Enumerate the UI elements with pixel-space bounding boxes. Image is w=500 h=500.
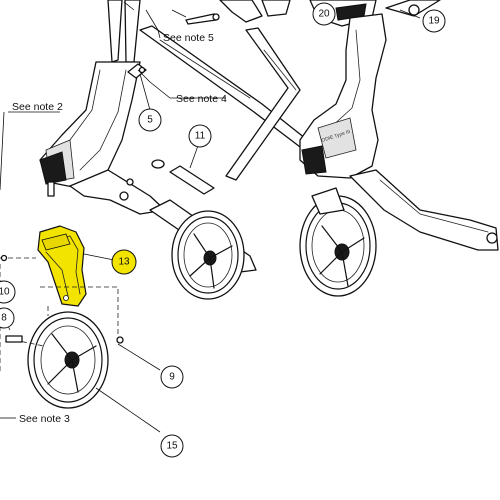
front-wheel	[171, 210, 245, 300]
svg-text:10: 10	[0, 287, 10, 298]
rear-wheel	[299, 187, 377, 297]
caster-fork-highlighted	[37, 225, 87, 307]
callout-11: 11	[188, 124, 212, 148]
note-5-label: See note 5	[163, 32, 214, 44]
svg-text:19: 19	[428, 16, 440, 27]
callout-19: 19	[422, 9, 446, 33]
callout-15: 15	[160, 434, 184, 458]
svg-text:20: 20	[318, 9, 330, 20]
svg-text:9: 9	[169, 372, 175, 383]
note-4-label: See note 4	[176, 93, 227, 105]
leader-lines	[0, 1, 421, 433]
svg-text:8: 8	[1, 313, 7, 324]
callout-5: 5	[138, 108, 162, 132]
svg-text:11: 11	[195, 131, 206, 142]
note-2-label: See note 2	[12, 101, 63, 113]
svg-text:15: 15	[166, 441, 178, 452]
callout-10: 10	[0, 280, 16, 304]
callout-9: 9	[160, 365, 184, 389]
svg-text:5: 5	[147, 115, 153, 126]
rollator-frame: ODIE Type III	[39, 0, 499, 273]
callout-20: 20	[312, 2, 336, 26]
note-3-label: See note 3	[19, 413, 70, 425]
callout-8: 8	[0, 307, 15, 329]
svg-text:13: 13	[118, 257, 130, 268]
callout-13: 13	[111, 249, 137, 275]
caster-wheel-exploded	[27, 311, 109, 409]
assembly-dash-lines	[0, 254, 124, 372]
